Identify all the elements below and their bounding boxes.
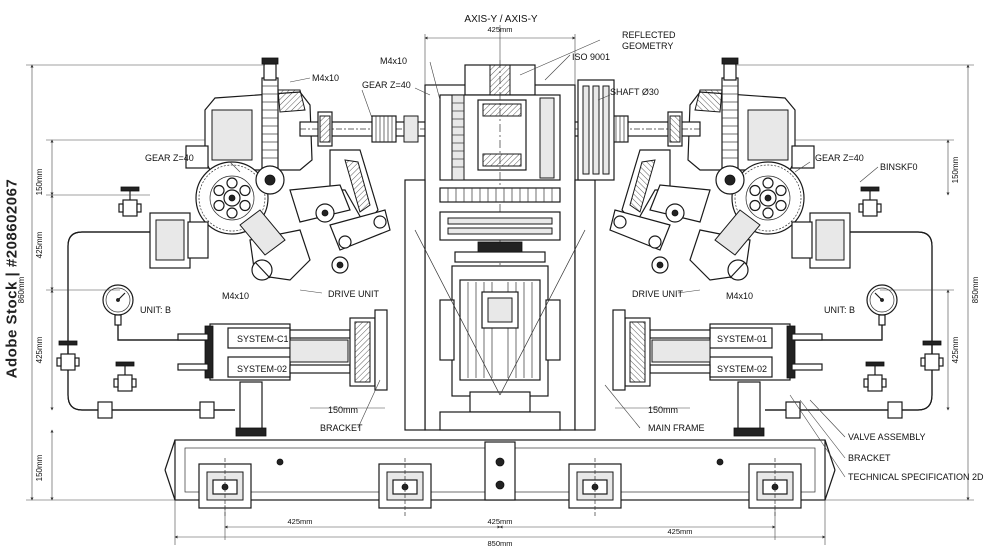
central-column (404, 60, 615, 431)
dim-bottom-850: 850mm (487, 539, 512, 548)
drive-unit-label-right: DRIVE UNIT (632, 289, 684, 299)
dim-left-150-bottom: 150mm (35, 454, 44, 481)
dim-left-425-lower: 425mm (35, 336, 44, 363)
dim-right-850: 850mm (971, 276, 980, 303)
dim-bottom-425-right: 425mm (667, 527, 692, 536)
gear-label-top: GEAR Z=40 (362, 80, 411, 90)
right-mechanism (565, 58, 943, 436)
reflected-label-1: REFLECTED (622, 30, 676, 40)
unit-label-right: UNIT: B (824, 305, 855, 315)
shaft-label: SHAFT Ø30 (610, 87, 659, 97)
annotations: AXIS-Y / AXIS-Y 425mm REFLECTED GEOMETRY… (17, 14, 984, 548)
dimension-lines (26, 25, 974, 545)
reflected-label-2: GEOMETRY (622, 41, 673, 51)
dim-bottom-425-left: 425mm (287, 517, 312, 526)
m4x10-label-top: M4x10 (380, 56, 407, 66)
base-frame (164, 439, 836, 519)
unit-label-left: UNIT: B (140, 305, 171, 315)
dim-right-425: 425mm (951, 336, 960, 363)
gear-label-left: GEAR Z=40 (145, 153, 194, 163)
bracket-label-left: BRACKET (320, 423, 363, 433)
binskf-label: BINSKF0 (880, 162, 918, 172)
axis-title: AXIS-Y / AXIS-Y (464, 14, 538, 25)
stock-watermark-strip: Adobe Stock | #208602067 (0, 0, 21, 558)
m4x10-label-upper-left: M4x10 (312, 73, 339, 83)
dim-left-150-top: 150mm (35, 168, 44, 195)
m4x10-label-left: M4x10 (222, 291, 249, 301)
system-c1-label: SYSTEM-C1 (237, 334, 289, 344)
m4x10-label-right: M4x10 (726, 291, 753, 301)
dim-bottom-425-center: 425mm (487, 517, 512, 526)
bracket-label-right: BRACKET (848, 453, 891, 463)
dim-top-425: 425mm (487, 25, 512, 34)
dim-left-860: 860mm (17, 276, 26, 303)
system-01-label: SYSTEM-01 (717, 334, 767, 344)
main-frame-label: MAIN FRAME (648, 423, 705, 433)
dim-150-left: 150mm (328, 405, 358, 415)
tech-spec-label: TECHNICAL SPECIFICATION 2D (848, 472, 984, 482)
dim-left-425: 425mm (35, 231, 44, 258)
iso-label: ISO 9001 (572, 52, 610, 62)
dim-right-150: 150mm (951, 156, 960, 183)
gear-label-right: GEAR Z=40 (815, 153, 864, 163)
left-mechanism (57, 58, 435, 436)
dim-150-right: 150mm (648, 405, 678, 415)
valve-assembly-label: VALVE ASSEMBLY (848, 432, 926, 442)
drive-unit-label-left: DRIVE UNIT (328, 289, 380, 299)
system-02-label-left: SYSTEM-02 (237, 364, 287, 374)
system-02-label-right: SYSTEM-02 (717, 364, 767, 374)
